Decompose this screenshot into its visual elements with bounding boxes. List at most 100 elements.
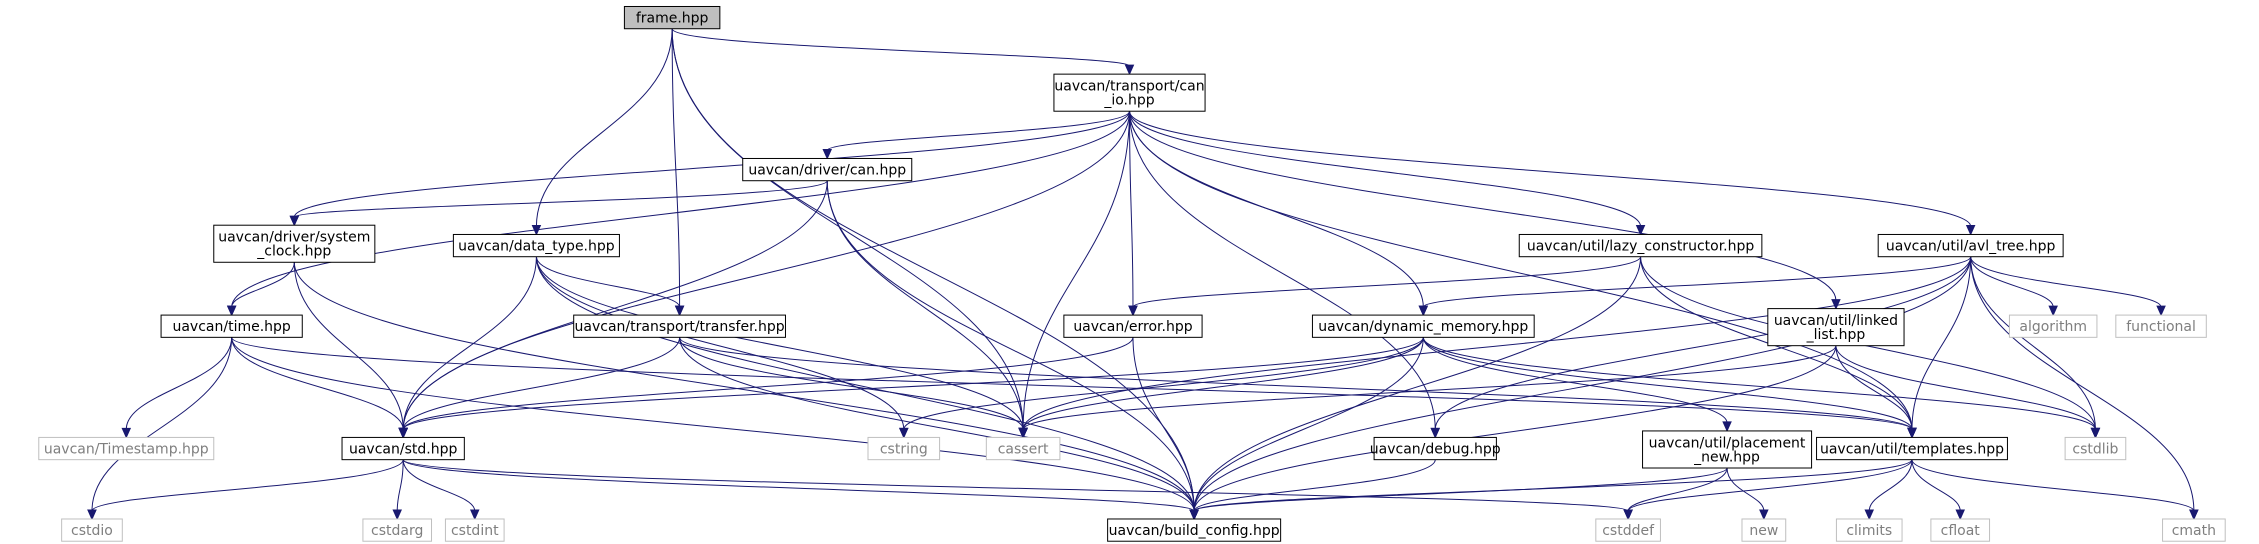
edge-time-to-timestamp — [125, 337, 233, 430]
node-avl[interactable]: uavcan/util/avl_tree.hpp — [1877, 233, 2064, 258]
node-label: cfloat — [1941, 523, 1981, 539]
node-dynmem[interactable]: uavcan/dynamic_memory.hpp — [1311, 314, 1535, 338]
node-box — [2008, 314, 2098, 338]
node-label: algorithm — [2019, 319, 2087, 335]
node-label: cstddef — [1602, 523, 1655, 539]
edge-data_type-to-cassert — [535, 256, 1024, 430]
node-label: frame.hpp — [636, 11, 709, 27]
node-cstdarg: cstdarg — [362, 518, 433, 542]
edge-avl-to-algorithm — [1970, 256, 2054, 308]
edge-linked-to-build — [1193, 345, 1837, 511]
node-transfer[interactable]: uavcan/transport/transfer.hpp — [573, 314, 786, 338]
node-climits: climits — [1835, 518, 1903, 542]
node-box — [1063, 314, 1203, 338]
node-linked[interactable]: uavcan/util/linked_list.hpp — [1767, 308, 1905, 347]
edge-driver_can-to-sysclock — [293, 180, 828, 218]
node-driver_can[interactable]: uavcan/driver/can.hpp — [742, 157, 913, 182]
edge-frame-to-can_io — [671, 28, 1130, 67]
edge-arrowhead — [1831, 299, 1841, 310]
edge-can_io-to-sysclock — [293, 111, 1130, 218]
nodes-layer: frame.hpp uavcan/transport/can_io.hppuavc… — [38, 5, 2226, 542]
edge-can_io-to-dynmem — [1129, 111, 1424, 308]
node-debug[interactable]: uavcan/debug.hpp — [1370, 436, 1501, 461]
node-box — [1053, 73, 1206, 112]
node-lazy[interactable]: uavcan/util/lazy_constructor.hpp — [1518, 233, 1763, 258]
node-templates[interactable]: uavcan/util/templates.hpp — [1816, 436, 2008, 461]
node-time[interactable]: uavcan/time.hpp — [160, 314, 303, 338]
edge-avl-to-build — [1193, 256, 1972, 511]
edge-arrowhead — [121, 427, 132, 439]
node-error[interactable]: uavcan/error.hpp — [1063, 314, 1203, 338]
node-label: uavcan/util/templates.hpp — [1820, 442, 2004, 458]
edge-can_io-to-avl — [1129, 111, 1972, 227]
edge-arrowhead — [674, 305, 685, 317]
edge-transfer-to-build — [679, 337, 1195, 511]
node-box — [1767, 308, 1905, 347]
node-sysclock[interactable]: uavcan/driver/system_clock.hpp — [213, 224, 376, 263]
edge-can_io-to-lazy — [1129, 111, 1642, 227]
edge-arrowhead — [1418, 305, 1429, 317]
node-cassert: cassert — [985, 436, 1061, 461]
node-frame[interactable]: frame.hpp — [623, 5, 721, 30]
node-label: uavcan/util/avl_tree.hpp — [1886, 239, 2056, 255]
edge-arrowhead — [1430, 427, 1441, 439]
edge-arrowhead — [822, 148, 833, 160]
node-algorithm: algorithm — [2008, 314, 2098, 338]
edge-arrowhead — [2048, 305, 2058, 317]
edge-arrowhead — [2156, 305, 2166, 317]
node-label: functional — [2126, 319, 2196, 335]
edge-time-to-cstdio — [91, 337, 233, 511]
edge-lazy-to-build — [1193, 256, 1642, 511]
edge-transfer-to-templates — [679, 337, 1913, 430]
node-label: _list.hpp — [1806, 327, 1866, 343]
node-box — [573, 314, 786, 338]
node-data_type[interactable]: uavcan/data_type.hpp — [452, 233, 620, 258]
edge-frame-to-transfer — [671, 28, 681, 308]
edge-templates-to-cstddef — [1627, 459, 1913, 512]
node-new: new — [1741, 518, 1787, 542]
node-label: uavcan/error.hpp — [1073, 319, 1192, 335]
edge-linked-to-templates — [1835, 345, 1913, 430]
edge-driver_can-to-cassert — [826, 180, 1024, 430]
node-label: cmath — [2172, 523, 2216, 539]
node-box — [213, 224, 376, 263]
node-placement[interactable]: uavcan/util/placement_new.hpp — [1642, 430, 1813, 469]
edge-std-to-cstdint — [402, 459, 476, 512]
node-can_io[interactable]: uavcan/transport/can_io.hpp — [1053, 73, 1206, 112]
node-label: uavcan/debug.hpp — [1370, 442, 1501, 458]
node-box — [1930, 518, 1991, 542]
node-std[interactable]: uavcan/std.hpp — [341, 436, 465, 461]
node-box — [2115, 314, 2207, 338]
node-box — [1107, 518, 1282, 542]
edge-templates-to-cmath — [1911, 459, 2195, 512]
node-label: uavcan/util/placement — [1649, 435, 1806, 451]
node-box — [1741, 518, 1787, 542]
edge-avl-to-dynmem — [1422, 256, 1972, 308]
edge-data_type-to-transfer — [535, 256, 681, 308]
node-functional: functional — [2115, 314, 2207, 338]
edge-can_io-to-cassert — [1022, 111, 1130, 430]
edge-arrowhead — [1722, 421, 1732, 433]
node-label: uavcan/build_config.hpp — [1109, 523, 1280, 539]
edge-avl-to-cassert — [1022, 256, 1972, 430]
edge-std-to-cstdarg — [396, 459, 404, 511]
node-box — [341, 436, 465, 461]
node-box — [1311, 314, 1535, 338]
edge-frame-to-cassert — [671, 28, 1024, 430]
node-label: uavcan/util/lazy_constructor.hpp — [1527, 239, 1755, 255]
node-cmath: cmath — [2162, 518, 2226, 542]
edge-avl-to-cstdlib — [1970, 256, 2096, 430]
node-build[interactable]: uavcan/build_config.hpp — [1107, 518, 1282, 542]
edge-arrowhead — [1965, 224, 1976, 236]
edge-arrowhead — [87, 509, 97, 521]
node-label: uavcan/util/linked — [1774, 313, 1898, 329]
node-box — [623, 5, 721, 30]
edge-arrowhead — [289, 215, 300, 227]
node-label: cstdarg — [371, 523, 423, 539]
edge-templates-to-climits — [1868, 459, 1913, 512]
edge-arrowhead — [899, 427, 909, 439]
node-label: uavcan/dynamic_memory.hpp — [1318, 319, 1528, 335]
edge-avl-to-debug — [1434, 256, 1972, 430]
node-box — [867, 436, 941, 461]
edge-arrowhead — [1907, 427, 1917, 439]
